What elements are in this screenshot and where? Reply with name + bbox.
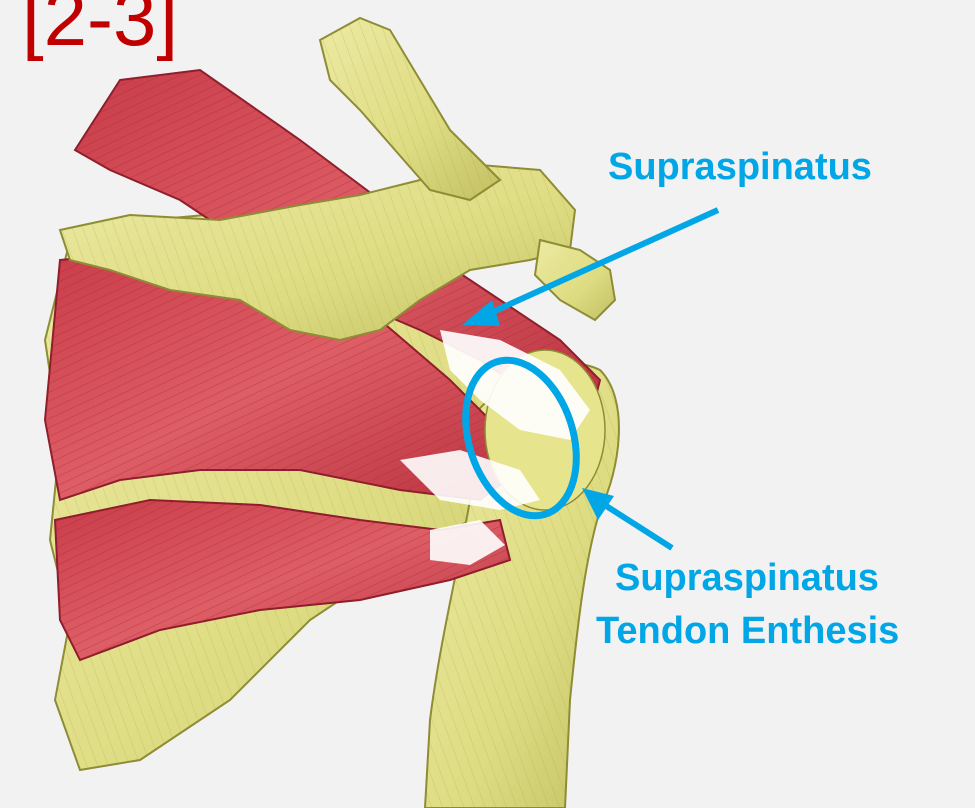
- enthesis-label-line2: Tendon Enthesis: [596, 609, 899, 653]
- reference-marker: [2-3]: [22, 0, 178, 58]
- acromion: [535, 240, 615, 320]
- enthesis-label-line1: Supraspinatus: [615, 556, 879, 600]
- supraspinatus-label: Supraspinatus: [608, 145, 872, 189]
